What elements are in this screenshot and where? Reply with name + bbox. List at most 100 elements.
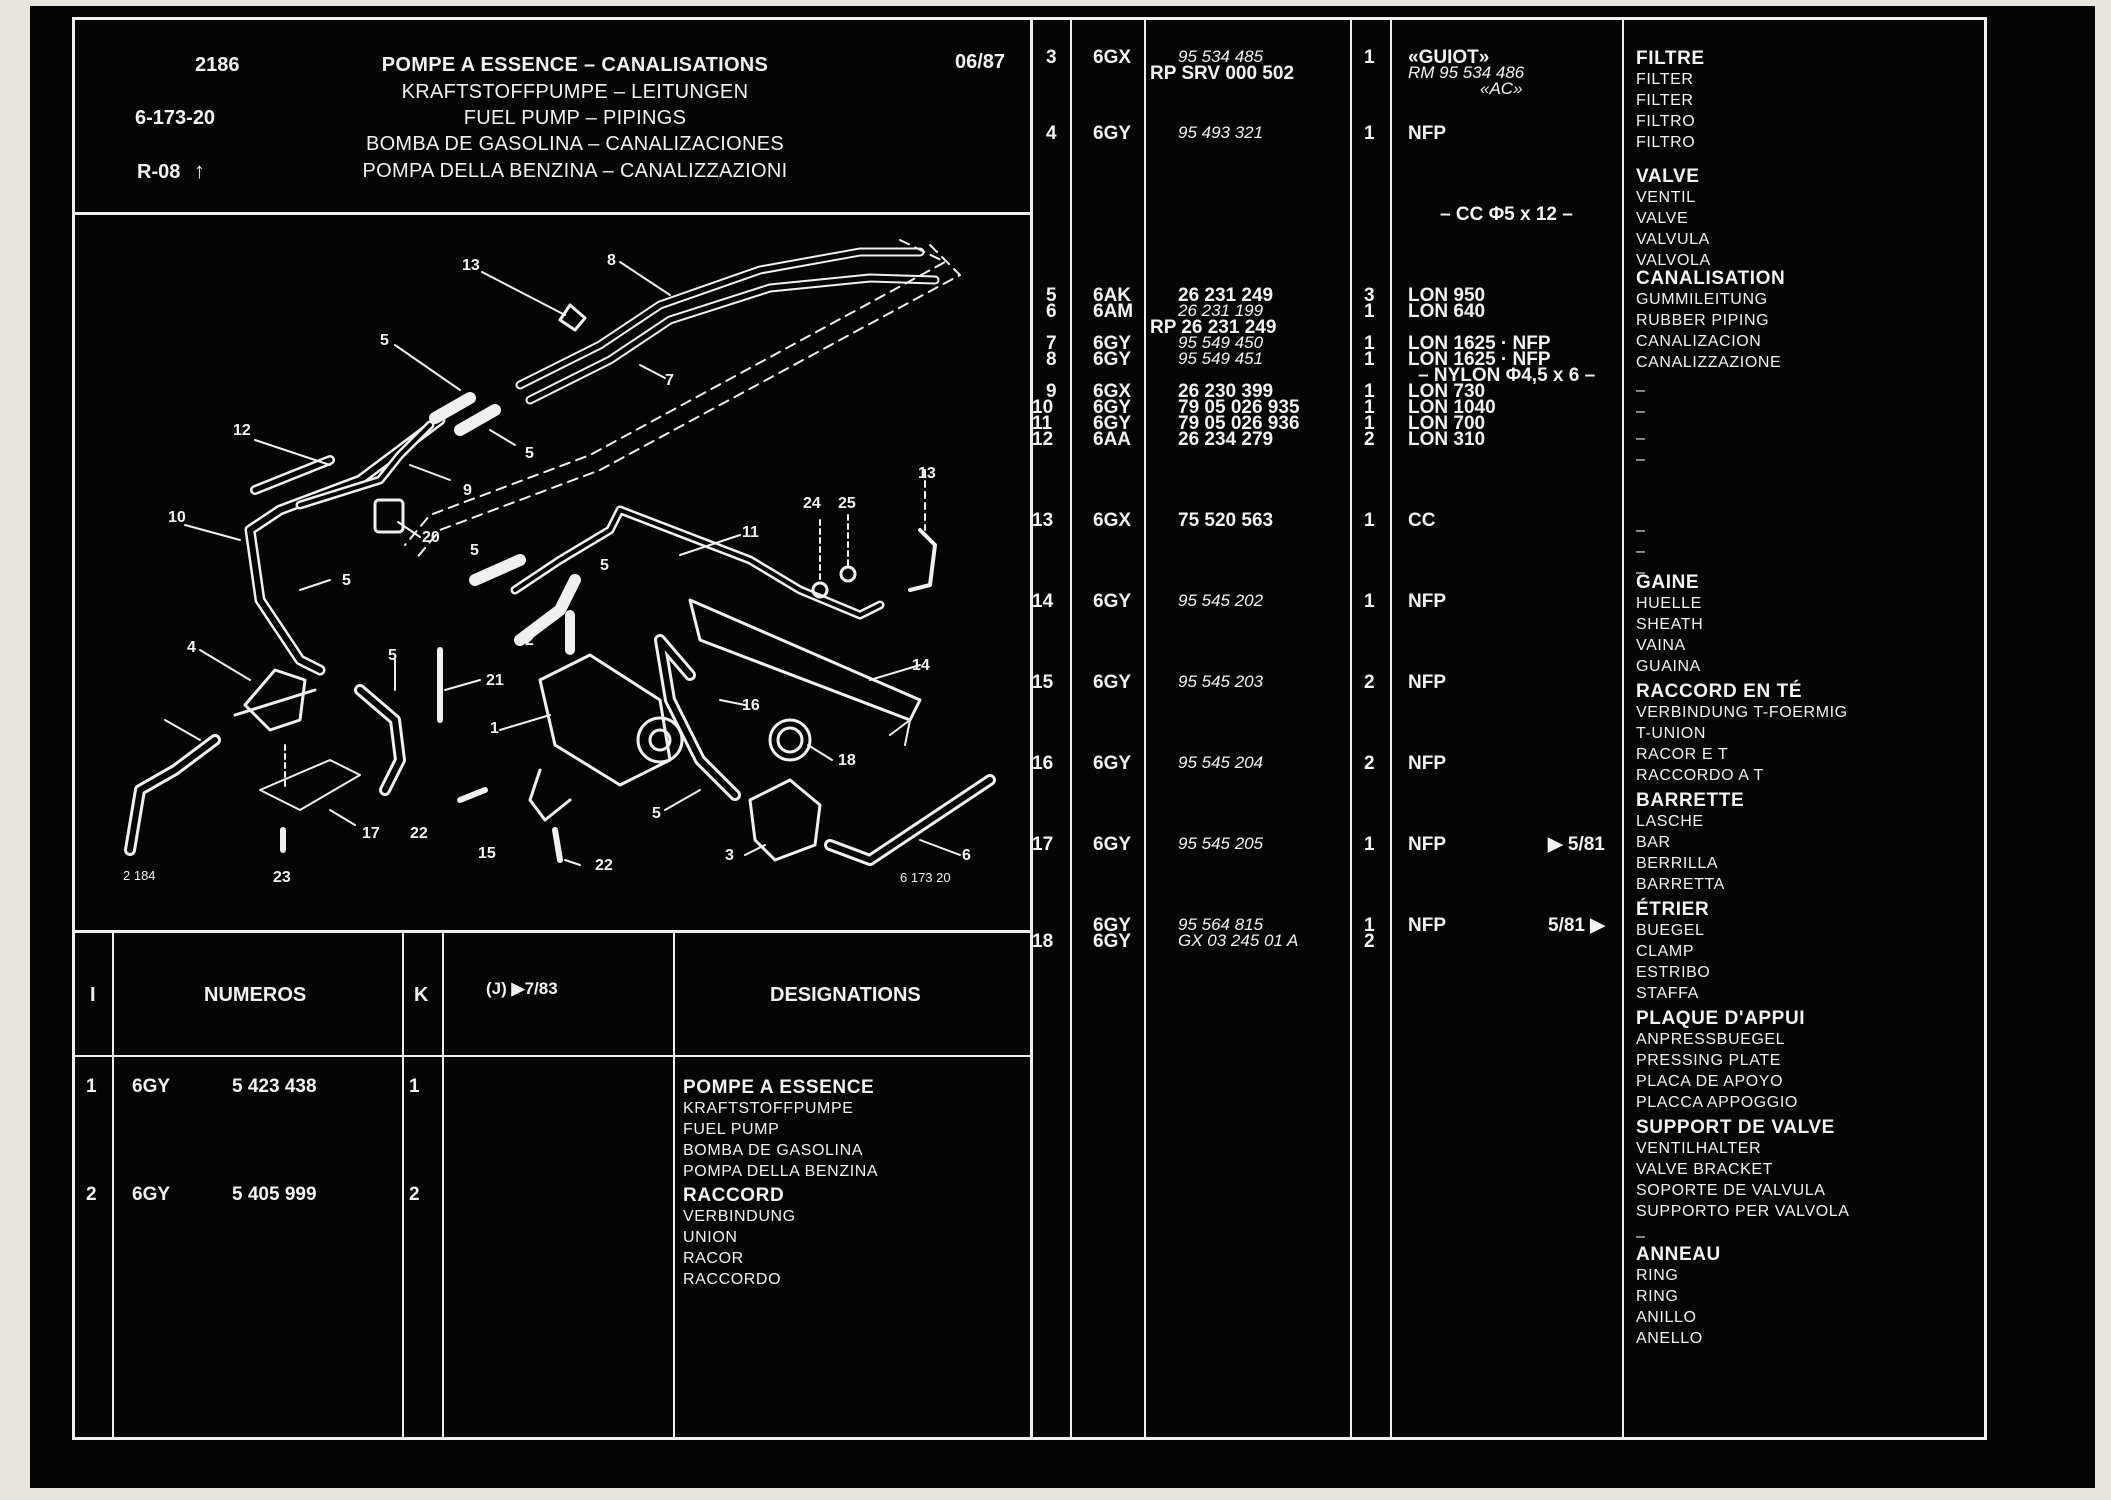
callout-9: 9 (463, 482, 472, 499)
designation-line: BARRETTA (1636, 876, 1725, 893)
designation-line: ANILLO (1636, 1309, 1697, 1326)
callout-11: 11 (742, 524, 759, 541)
part-note: «GUIOT» (1408, 47, 1490, 68)
callout-23: 23 (273, 869, 291, 886)
part-number: 79 05 026 935 (1178, 397, 1300, 418)
part-validity: 5/81 ▶ (1548, 915, 1605, 936)
designation-line: – (1636, 403, 1646, 420)
designation-line: BERRILLA (1636, 855, 1719, 872)
designation-line: RACOR E T (1636, 746, 1729, 763)
callout-3: 3 (725, 847, 734, 864)
callout-13b: 13 (918, 465, 936, 482)
designation-line: PLACA DE APOYO (1636, 1073, 1784, 1090)
part-code: 6AA (1093, 429, 1132, 450)
designation-line: BAR (1636, 834, 1671, 851)
part-index: 6 (1046, 301, 1057, 322)
part-note: LON 1040 (1408, 397, 1496, 418)
designation-line: VENTILHALTER (1636, 1140, 1762, 1157)
part-qty: 1 (1364, 510, 1375, 531)
callout-4: 4 (187, 639, 196, 656)
callout-25: 25 (838, 495, 856, 512)
designation-line: VAINA (1636, 637, 1686, 654)
designation-line: GUMMILEITUNG (1636, 291, 1768, 308)
part-qty: 1 (1364, 301, 1375, 322)
designation-line: – (1636, 430, 1646, 447)
part-note: NFP (1408, 915, 1446, 936)
diagram-ref-right: 6 173 20 (900, 870, 951, 885)
part-index: 4 (1046, 123, 1057, 144)
callout-6: 6 (962, 847, 971, 864)
part-note: NFP (1408, 123, 1446, 144)
designation-line: RACCORDO A T (1636, 767, 1764, 784)
row-qty: 2 (409, 1184, 420, 1205)
sheet-ref: 6-173-20 (135, 107, 216, 129)
designation-line: ANNEAU (1636, 1244, 1721, 1265)
designation-line: – (1636, 451, 1646, 468)
part-note: – CC Φ5 x 12 – (1440, 204, 1573, 225)
designation-line: FILTER (1636, 71, 1694, 88)
part-code: 6AM (1093, 301, 1134, 322)
part-code: 6GY (1093, 753, 1132, 774)
designation-line: CANALIZZAZIONE (1636, 354, 1782, 371)
designation-line: FILTRE (1636, 48, 1705, 69)
part-note: NFP (1408, 834, 1446, 855)
callout-5b: 5 (525, 445, 534, 462)
row-designation: RACCORD VERBINDUNG UNION RACOR RACCORDO (683, 1185, 796, 1288)
designation-group: ––– (1636, 520, 1646, 583)
callout-24: 24 (803, 495, 821, 512)
part-code: 6GY (1093, 413, 1132, 434)
title-de: KRAFTSTOFFPUMPE – LEITUNGEN (401, 81, 749, 103)
designation-line: VERBINDUNG T-FOERMIG (1636, 704, 1848, 721)
part-qty: 1 (1364, 47, 1375, 68)
part-qty: 1 (1364, 123, 1375, 144)
part-note: LON 1625 · NFP (1408, 349, 1551, 370)
part-code: 6GY (1093, 333, 1132, 354)
part-number: 95 549 451 (1178, 349, 1264, 368)
part-number: RP SRV 000 502 (1150, 63, 1295, 84)
designation-line: – (1636, 382, 1646, 399)
part-index: 3 (1046, 47, 1057, 68)
part-note: NFP (1408, 753, 1446, 774)
row-index: 2 (86, 1184, 97, 1205)
designation-line: RING (1636, 1267, 1679, 1284)
col-numeros: NUMEROS (204, 984, 307, 1006)
part-qty: 2 (1364, 429, 1375, 450)
designation-line: SOPORTE DE VALVULA (1636, 1182, 1826, 1199)
designation-line: ANPRESSBUEGEL (1636, 1031, 1786, 1048)
designation-line: CANALISATION (1636, 268, 1786, 289)
part-index: 16 (1032, 753, 1054, 774)
callout-5f: 5 (388, 647, 397, 664)
designation-line: VALVE (1636, 166, 1700, 187)
part-note: LON 730 (1408, 381, 1486, 402)
part-number: 95 564 815 (1178, 915, 1264, 934)
designation-line: ANELLO (1636, 1330, 1703, 1347)
part-note: LON 950 (1408, 285, 1486, 306)
designation-line: BUEGEL (1636, 922, 1705, 939)
part-code: 6AK (1093, 285, 1132, 306)
designation-line: LASCHE (1636, 813, 1704, 830)
title-it: POMPA DELLA BENZINA – CANALIZZAZIONI (362, 160, 788, 182)
callout-14: 14 (912, 657, 930, 674)
part-note: RM 95 534 486 (1408, 63, 1525, 82)
designation-line: FILTRO (1636, 134, 1696, 151)
part-number: 79 05 026 936 (1178, 413, 1300, 434)
part-number: 26 231 249 (1178, 285, 1274, 306)
part-code: 6GY (1093, 672, 1132, 693)
designation-line: PRESSING PLATE (1636, 1052, 1782, 1069)
designation-line: VALVE (1636, 210, 1689, 227)
designation-line: VENTIL (1636, 189, 1696, 206)
part-note: «AC» (1480, 79, 1523, 98)
part-index: 18 (1032, 931, 1054, 952)
col-j: (J) ▶7/83 (486, 979, 558, 998)
arrow-up-icon: ↑ (193, 158, 205, 183)
part-code: 6GX (1093, 381, 1132, 402)
callout-5e: 5 (342, 572, 351, 589)
callout-2: 2 (525, 632, 534, 649)
microfiche-sheet (30, 6, 2095, 1488)
part-number: 95 545 205 (1178, 834, 1264, 853)
part-note: NFP (1408, 672, 1446, 693)
designation-line: FILTRO (1636, 113, 1696, 130)
